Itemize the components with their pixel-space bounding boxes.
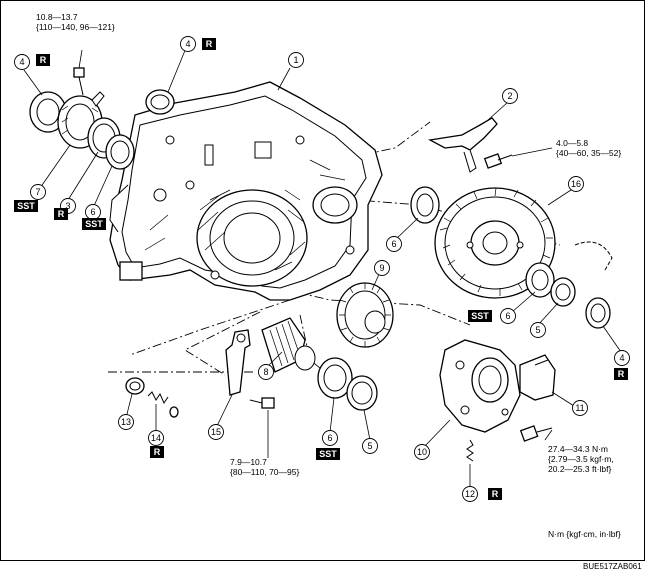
svg-text:{40—60, 35—52}: {40—60, 35—52}: [556, 148, 621, 158]
svg-text:5: 5: [367, 441, 372, 451]
svg-text:7.9—10.7: 7.9—10.7: [230, 457, 267, 467]
callout-13: 13: [118, 414, 134, 430]
badge-sst-race-left: SST: [82, 218, 106, 230]
figure-code: BUE517ZAB061: [583, 562, 642, 571]
callout-10: 10: [414, 444, 430, 460]
leader-lines: [23, 47, 622, 486]
svg-text:14: 14: [151, 433, 161, 443]
svg-text:R: R: [206, 39, 213, 49]
svg-text:SST: SST: [17, 201, 35, 211]
callout-12: 12: [462, 486, 478, 502]
badge-sst-diff: SST: [468, 310, 492, 322]
callout-15: 15: [208, 424, 224, 440]
callout-11: 11: [572, 400, 588, 416]
badge-r-pin: R: [488, 488, 502, 500]
badge-r-small: R: [150, 446, 164, 458]
torque-spec-bracket: 7.9—10.7 {80—110, 70—95}: [230, 457, 299, 477]
badge-sst-race-bottom: SST: [316, 448, 340, 460]
torque-spec-lever: 4.0—5.8 {40—60, 35—52}: [556, 138, 621, 158]
callout-7: 7: [30, 184, 46, 200]
left-bearing-group: [29, 67, 175, 170]
callout-8: 8: [258, 364, 274, 380]
svg-text:R: R: [40, 55, 47, 65]
callout-6-diff-left: 6: [386, 236, 402, 252]
svg-text:4: 4: [619, 353, 624, 363]
transaxle-case: [109, 81, 383, 301]
callout-4-left: 4: [14, 54, 30, 70]
callout-4-right: 4: [614, 350, 630, 366]
callout-2: 2: [502, 88, 518, 104]
svg-text:27.4—34.3 N·m: 27.4—34.3 N·m: [548, 444, 608, 454]
svg-text:7: 7: [35, 187, 40, 197]
svg-text:16: 16: [571, 179, 581, 189]
svg-text:{2.79—3.5 kgf·m,: {2.79—3.5 kgf·m,: [548, 454, 614, 464]
svg-text:5: 5: [535, 325, 540, 335]
pump-cover-assembly: [439, 339, 556, 462]
svg-text:12: 12: [465, 489, 475, 499]
shift-lever: [427, 117, 513, 173]
svg-text:10: 10: [417, 447, 427, 457]
callout-6-bottom: 6: [322, 430, 338, 446]
svg-text:15: 15: [211, 427, 221, 437]
callout-5-right: 5: [530, 322, 546, 338]
svg-text:R: R: [618, 369, 625, 379]
callout-6-left: 6: [85, 204, 101, 220]
svg-text:6: 6: [391, 239, 396, 249]
svg-text:20.2—25.3 ft·lbf}: 20.2—25.3 ft·lbf}: [548, 464, 611, 474]
callout-9: 9: [374, 260, 390, 276]
svg-text:13: 13: [121, 417, 131, 427]
svg-text:4: 4: [185, 39, 190, 49]
svg-text:10.8—13.7: 10.8—13.7: [36, 12, 78, 22]
svg-text:3: 3: [65, 201, 70, 211]
callout-14: 14: [148, 430, 164, 446]
svg-text:SST: SST: [85, 219, 103, 229]
svg-text:1: 1: [293, 55, 298, 65]
svg-text:11: 11: [575, 403, 584, 413]
callout-16: 16: [568, 176, 584, 192]
svg-text:R: R: [58, 209, 65, 219]
svg-text:6: 6: [327, 433, 332, 443]
torque-spec-cover: 27.4—34.3 N·m {2.79—3.5 kgf·m, 20.2—25.3…: [548, 444, 614, 474]
bracket: [225, 329, 275, 409]
svg-text:{80—110, 70—95}: {80—110, 70—95}: [230, 467, 299, 477]
callout-6-diff-right: 6: [500, 308, 516, 324]
badge-r-top-seal: R: [202, 38, 216, 50]
badge-sst-hub: SST: [14, 200, 38, 212]
callout-5-bottom: 5: [362, 438, 378, 454]
small-parts: [125, 377, 179, 418]
callout-4-top: 4: [180, 36, 196, 52]
counter-gear: [336, 282, 394, 348]
svg-text:4: 4: [19, 57, 24, 67]
differential-gear: [410, 186, 613, 329]
svg-text:4.0—5.8: 4.0—5.8: [556, 138, 588, 148]
torque-spec-top-left: 10.8—13.7 {110—140, 96—121}: [36, 12, 115, 32]
svg-text:R: R: [492, 489, 499, 499]
svg-text:9: 9: [379, 263, 384, 273]
svg-text:R: R: [154, 447, 161, 457]
badge-r-shim: R: [54, 208, 68, 220]
badge-r-left-seal: R: [36, 54, 50, 66]
svg-text:6: 6: [90, 207, 95, 217]
svg-text:SST: SST: [471, 311, 489, 321]
svg-text:8: 8: [263, 367, 268, 377]
callout-1: 1: [288, 52, 304, 68]
badge-r-right-seal: R: [614, 368, 628, 380]
svg-text:2: 2: [507, 91, 512, 101]
units-legend: N·m {kgf·cm, in·lbf}: [548, 529, 621, 539]
svg-text:6: 6: [505, 311, 510, 321]
pinion-shaft: [261, 317, 378, 411]
svg-text:{110—140, 96—121}: {110—140, 96—121}: [36, 22, 115, 32]
svg-text:SST: SST: [319, 449, 337, 459]
